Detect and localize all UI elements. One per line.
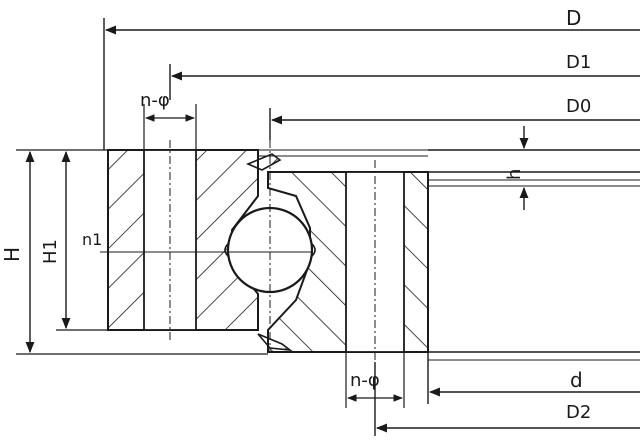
outer-ring [107,140,259,340]
label-d: d [570,368,583,392]
label-n-phi-bottom: n-φ [350,370,380,391]
label-h: h [504,168,525,180]
label-D2: D2 [566,402,592,423]
grease-fitting-left [224,243,229,257]
label-n-phi-top: n-φ [140,90,170,111]
inner-ring [267,160,429,362]
label-D1: D1 [566,52,592,73]
label-D0: D0 [566,96,592,117]
lower-seal [257,333,293,352]
label-H: H [0,246,24,262]
label-H1: H1 [40,239,61,264]
label-n1: n1 [82,230,103,249]
grease-fitting-right [311,243,316,257]
upper-seal [245,153,282,171]
label-D: D [566,6,582,30]
